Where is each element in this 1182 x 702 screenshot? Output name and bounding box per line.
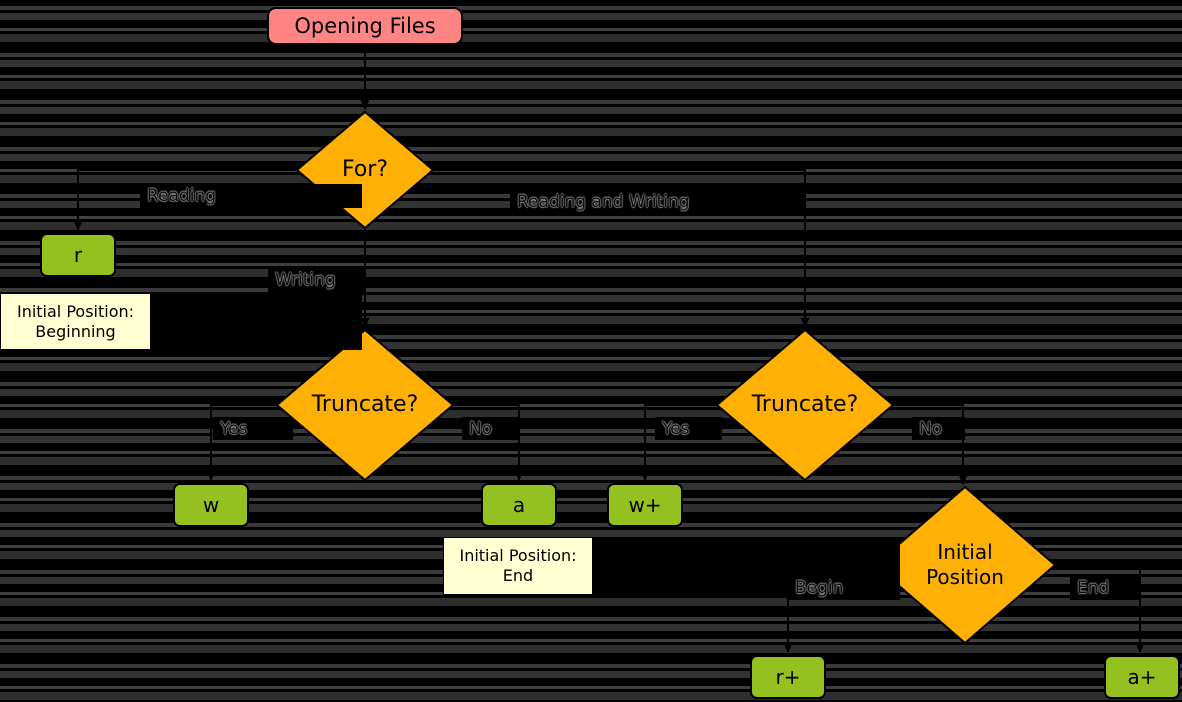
position-end-text: End (1077, 577, 1110, 598)
note-end-line2: End (502, 566, 534, 585)
edge-truncate-left-yes (206, 404, 277, 481)
writing-edge-label: Writing (268, 268, 365, 292)
reading-edge-label-text: Reading (147, 186, 217, 206)
truncate-right-no-label: No (912, 417, 965, 440)
truncate-left-no-text: No (469, 418, 493, 439)
edge-truncate-left-no (453, 404, 524, 481)
edge-for-to-r (73, 169, 297, 231)
edge-truncate-right-no (893, 404, 968, 485)
note-initial-position-end: Initial Position: End (443, 537, 593, 595)
for-decision-diamond (295, 110, 435, 230)
initial-position-diamond (873, 485, 1057, 645)
note-beginning-line2: Beginning (35, 321, 116, 341)
note-initial-position-beginning: Initial Position: Beginning (0, 293, 151, 350)
note-end-line1: Initial Position: (459, 546, 577, 565)
mode-r-node: r (40, 233, 116, 277)
mode-w-plus-node: w+ (607, 483, 683, 527)
writing-edge-label-text: Writing (275, 270, 336, 290)
mode-a-plus-node: a+ (1104, 655, 1180, 699)
mode-w-node: w (173, 483, 249, 527)
edge-for-to-truncate-right (433, 169, 810, 328)
truncate-right-diamond (715, 328, 895, 482)
truncate-left-no-label: No (462, 417, 520, 440)
mode-a-node: a (481, 483, 557, 527)
truncate-left-yes-label: Yes (213, 417, 293, 440)
truncate-left-yes-text: Yes (220, 418, 248, 439)
edge-position-end (1055, 564, 1145, 653)
edge-truncate-right-yes (640, 404, 717, 481)
start-node: Opening Files (267, 7, 463, 45)
truncate-right-no-text: No (919, 418, 943, 439)
mode-r-plus-node: r+ (750, 655, 826, 699)
note-beginning-panel (151, 293, 362, 350)
truncate-left-diamond (275, 328, 455, 482)
reading-and-writing-edge-label-text: Reading and Writing (517, 192, 690, 212)
note-beginning-line1: Initial Position: (16, 301, 135, 321)
truncate-right-yes-label: Yes (655, 417, 722, 440)
position-begin-text: Begin (795, 577, 844, 598)
truncate-right-yes-text: Yes (662, 418, 690, 439)
position-begin-label: Begin (788, 575, 900, 600)
reading-edge-label: Reading (140, 184, 362, 208)
position-end-label: End (1070, 575, 1140, 600)
reading-and-writing-edge-label: Reading and Writing (510, 190, 806, 214)
